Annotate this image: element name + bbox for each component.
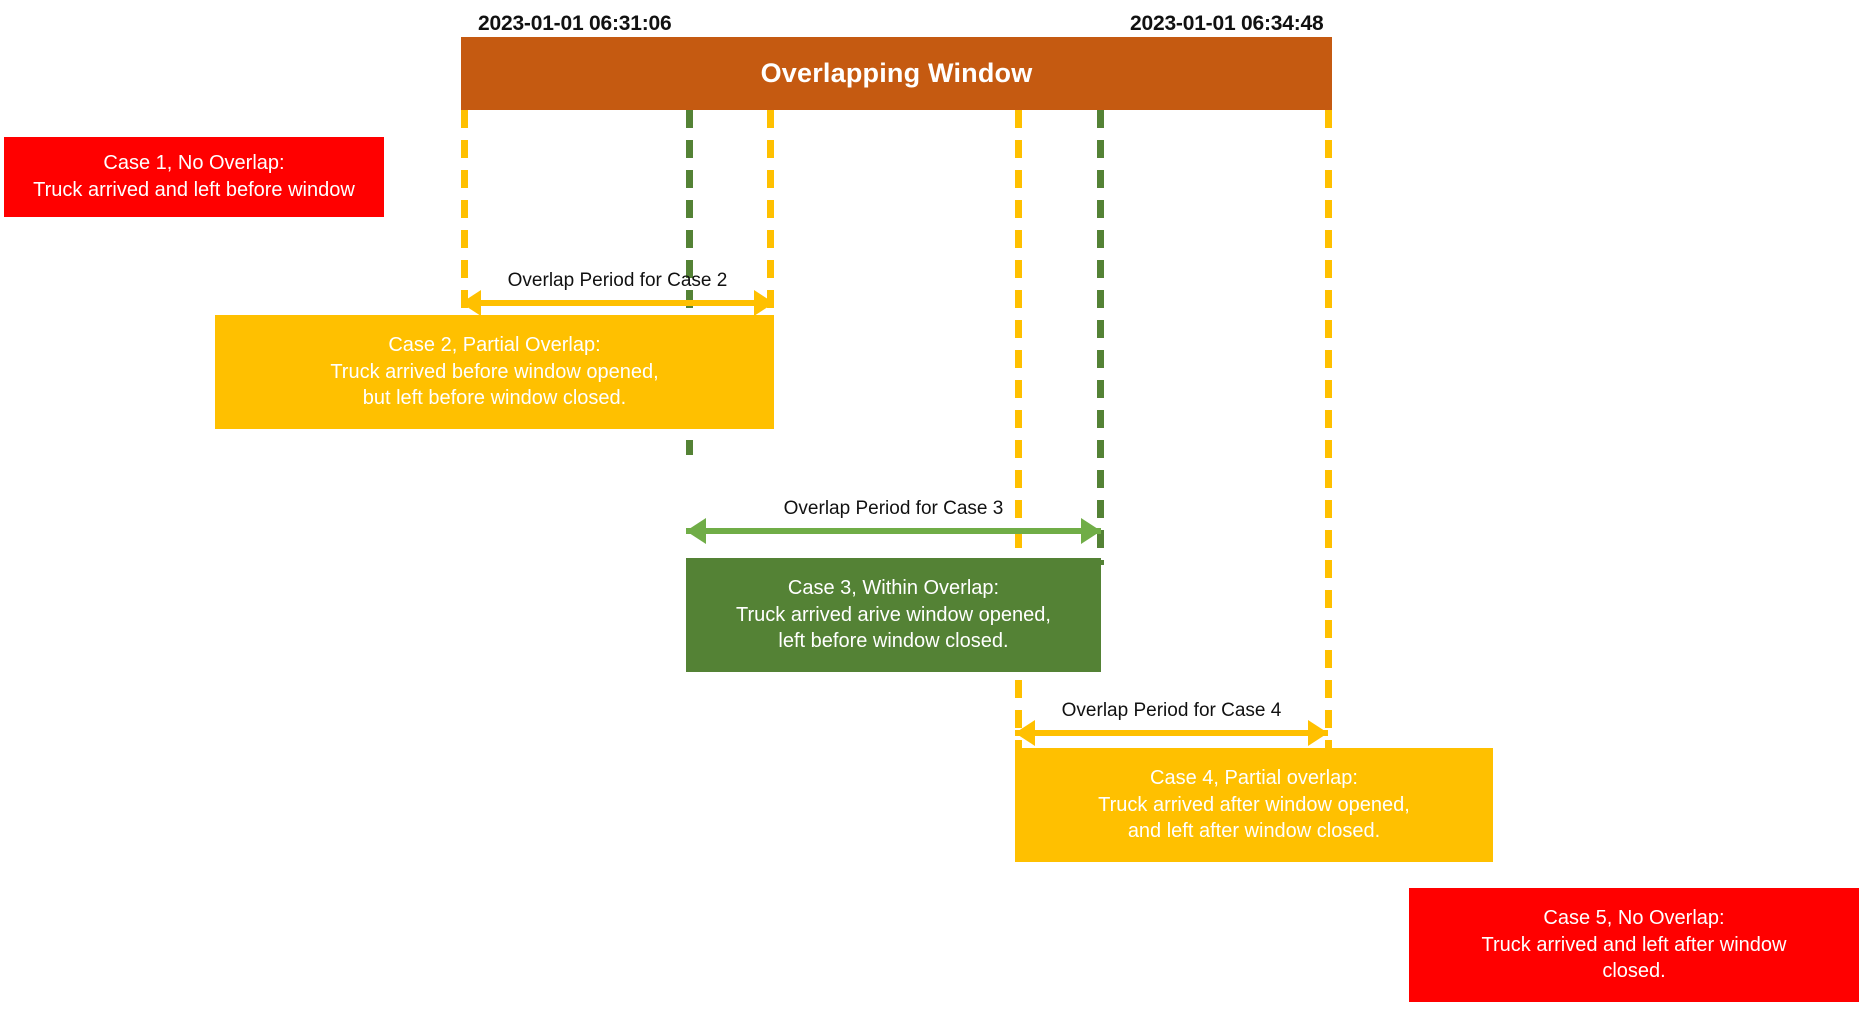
case-5-line-2: Truck arrived and left after window [1481,933,1787,956]
case-3-line-3: left before window closed. [778,630,1009,653]
window-start-timestamp: 2023-01-01 06:31:06 [478,12,672,35]
case4-arrival-line [1015,110,1022,760]
case-4-overlap-label: Overlap Period for Case 4 [1061,700,1282,721]
case-3-arrow-head-right [1081,518,1101,544]
case-2-overlap-arrow: Overlap Period for Case 2 [461,270,774,320]
case-1-line-1: Case 1, No Overlap: [103,152,285,175]
case-4-arrow-line [1015,730,1328,736]
case-3-arrow-head-left [686,518,706,544]
case-3-box: Case 3, Within Overlap: Truck arrived ar… [686,558,1101,672]
case-3-line-2: Truck arrived arive window opened, [736,603,1051,626]
window-close-line [1097,110,1104,565]
case-2-arrow-line [461,300,774,306]
case-2-overlap-label: Overlap Period for Case 2 [507,270,728,291]
case-2-arrow-head-right [754,290,774,316]
case-1-line-2: Truck arrived and left before window [33,179,355,201]
case-3-overlap-label: Overlap Period for Case 3 [783,498,1004,519]
case-2-line-1: Case 2, Partial Overlap: [388,334,601,357]
case-4-line-3: and left after window closed. [1127,820,1381,843]
window-end-timestamp: 2023-01-01 06:34:48 [1130,12,1324,35]
case-2-line-3: but left before window closed. [362,387,627,410]
case-3-overlap-arrow: Overlap Period for Case 3 [686,498,1101,548]
case-2-box: Case 2, Partial Overlap: Truck arrived b… [215,315,774,429]
case2-departure-line [767,110,774,310]
overlapping-window-bar: Overlapping Window [461,37,1332,110]
case-5-box: Case 5, No Overlap: Truck arrived and le… [1409,888,1859,1002]
overlapping-window-label: Overlapping Window [760,58,1033,88]
case-4-box: Case 4, Partial overlap: Truck arrived a… [1015,748,1493,862]
case-1-box: Case 1, No Overlap: Truck arrived and le… [4,137,384,217]
case-4-arrow-head-right [1308,720,1328,746]
case-5-line-1: Case 5, No Overlap: [1543,907,1725,930]
case-4-line-2: Truck arrived after window opened, [1098,793,1410,816]
case-4-line-1: Case 4, Partial overlap: [1150,767,1358,790]
case-3-arrow-line [686,528,1101,534]
window-open-line [686,110,693,455]
case-5-line-3: closed. [1602,960,1666,983]
case-2-line-2: Truck arrived before window opened, [330,360,659,383]
case-3-line-1: Case 3, Within Overlap: [787,577,1000,600]
case4-departure-line [1325,110,1332,760]
case-2-arrow-head-left [461,290,481,316]
case-4-arrow-head-left [1015,720,1035,746]
case2-arrival-line [461,110,468,310]
case-4-overlap-arrow: Overlap Period for Case 4 [1015,700,1328,750]
